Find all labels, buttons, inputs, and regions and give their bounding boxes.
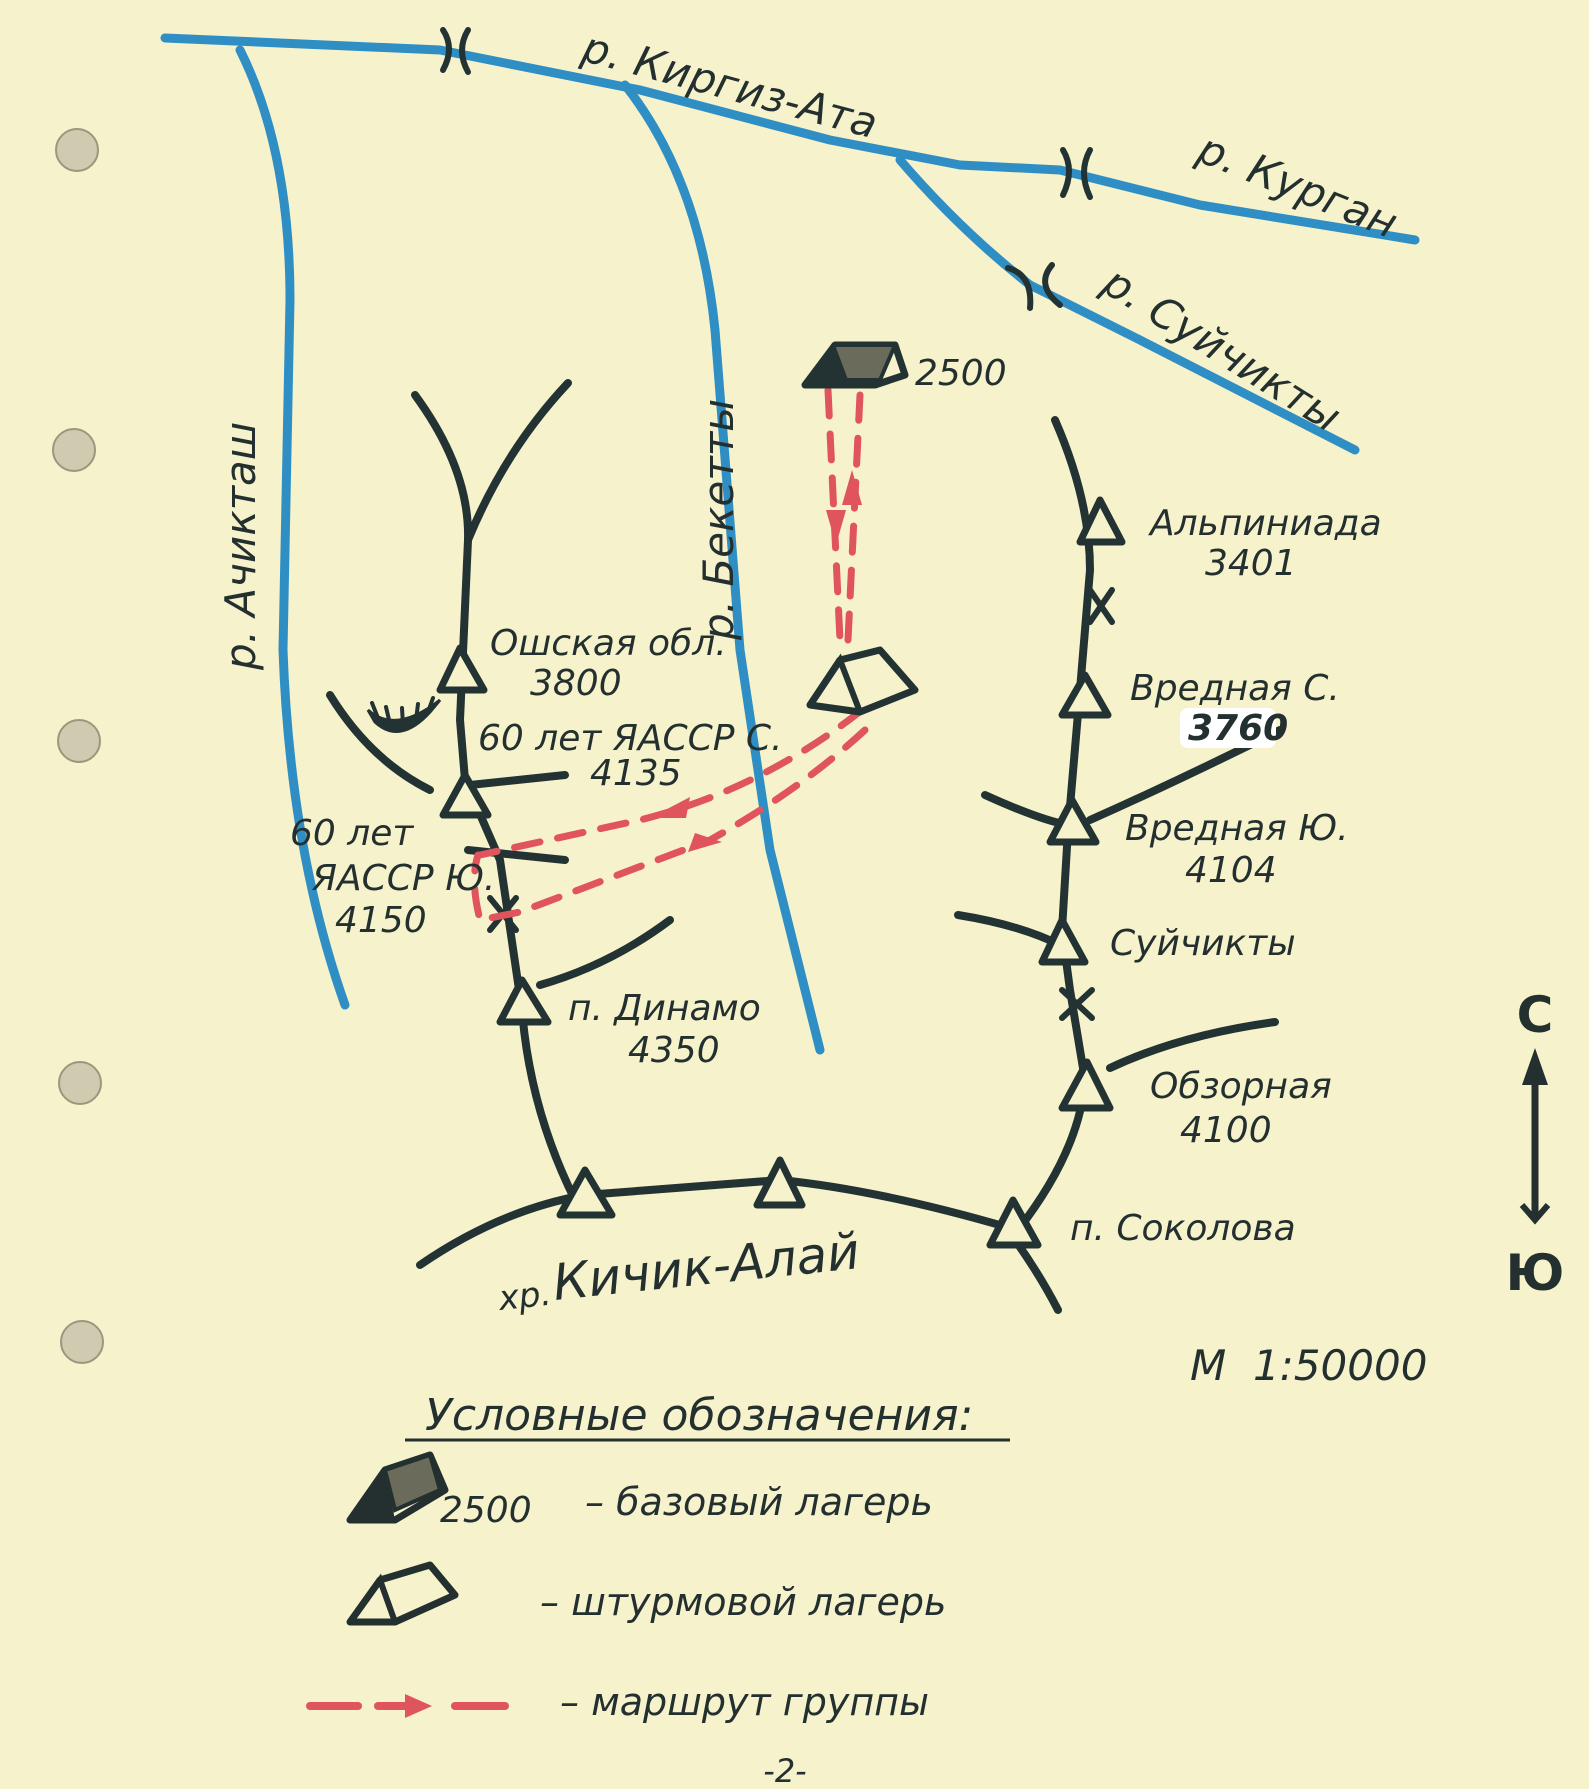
binder-hole <box>55 128 99 172</box>
compass-tail-icon <box>1519 1203 1551 1225</box>
legend-base-camp-alt: 2500 <box>440 1490 532 1531</box>
label-suichikty-name: Суйчикты <box>1110 923 1296 964</box>
peak-icon <box>556 1166 616 1219</box>
peak-icon <box>1058 1058 1114 1112</box>
peak-icon <box>1038 916 1089 966</box>
label-river-kurgan: р. Курган <box>1190 123 1404 247</box>
compass: С Ю <box>1506 986 1565 1302</box>
peak-icon <box>753 1156 806 1209</box>
altitude-highlight <box>1180 708 1276 748</box>
legend-assault-camp-text: – штурмовой лагерь <box>540 1580 946 1624</box>
page-number: -2- <box>763 1752 806 1789</box>
spur-yassr-s <box>466 771 569 789</box>
river-achiktash <box>235 45 350 1010</box>
bridge-icon <box>440 27 471 75</box>
compass-south-label: Ю <box>1506 1244 1565 1302</box>
peak-icon <box>436 644 488 694</box>
ridge-west-fork-left <box>411 391 473 544</box>
group-route <box>470 386 869 925</box>
label-river-suichikty: р. Суйчикты <box>1094 256 1350 441</box>
legend-assault-camp-icon <box>346 1561 459 1626</box>
pass-icon <box>1087 587 1115 625</box>
ridge-west <box>456 536 579 1204</box>
route-path <box>844 391 864 644</box>
label-yassr-yu-name-1: 60 лет <box>290 813 414 854</box>
label-sokolova-name: п. Соколова <box>1070 1208 1296 1249</box>
compass-north-label: С <box>1517 986 1554 1044</box>
bridges <box>440 27 1093 311</box>
peaks <box>436 496 1126 1249</box>
rivers <box>160 33 1420 1055</box>
label-vrednaya-s-alt: 3760 <box>1188 708 1288 749</box>
route-path <box>824 386 844 644</box>
peak-icon <box>496 976 552 1026</box>
label-yassr-yu-name-2: ЯАССР Ю. <box>311 858 495 899</box>
label-dinamo-name: п. Динамо <box>568 988 761 1029</box>
binder-holes <box>52 128 104 1364</box>
label-alpiniada-name: Альпиниада <box>1148 503 1382 544</box>
assault-camp-icon <box>806 646 919 716</box>
pass-icon <box>1059 987 1095 1021</box>
peak-icon <box>1076 496 1126 546</box>
spur-suichikty <box>954 911 1064 949</box>
river-beketty <box>620 80 825 1055</box>
binder-hole <box>52 428 96 472</box>
peak-icon <box>986 1196 1042 1249</box>
map-scale: М 1:50000 <box>1190 1341 1427 1390</box>
route-arrow-icon <box>650 797 690 818</box>
route-arrow-icon <box>826 510 846 545</box>
label-oshskaya-name: Ошская обл. <box>490 623 727 664</box>
ridge-west-fork-right <box>464 379 572 544</box>
label-ridge-name: Кичик-Алай <box>550 1222 862 1312</box>
spur-vrednaya-yu <box>981 791 1072 829</box>
label-base-camp-altitude: 2500 <box>915 353 1007 394</box>
peak-icon <box>1058 671 1112 719</box>
label-vrednaya-yu-alt: 4104 <box>1185 850 1277 891</box>
label-ridge-prefix: хр. <box>496 1274 553 1319</box>
spur-dinamo <box>536 916 674 989</box>
cirque-hatch <box>366 698 442 733</box>
base-camp-icon <box>801 341 909 389</box>
label-dinamo-alt: 4350 <box>628 1030 720 1071</box>
route-arrow-icon <box>688 833 722 852</box>
bridge-icon <box>1060 147 1093 200</box>
label-vrednaya-yu-name: Вредная Ю. <box>1125 808 1349 849</box>
legend-base-camp-text: – базовый лагерь <box>585 1480 933 1524</box>
label-alpiniada-alt: 3401 <box>1205 543 1297 584</box>
route-arrow-icon <box>842 470 862 505</box>
label-yassr-s-alt: 4135 <box>590 753 682 794</box>
peak-icon <box>1046 796 1100 846</box>
legend-route-icon <box>306 1694 509 1718</box>
cirque-hatch-lines <box>370 696 435 727</box>
label-vrednaya-s-name: Вредная С. <box>1130 668 1340 709</box>
bridge-icon <box>1005 262 1063 311</box>
spur-obzornaya <box>1106 1018 1279 1072</box>
peak-icon <box>439 771 492 819</box>
label-yassr-yu-alt: 4150 <box>335 900 427 941</box>
label-river-achiktash: р. Ачикташ <box>216 422 265 671</box>
route-path <box>470 726 869 925</box>
label-obzornaya-alt: 4100 <box>1180 1110 1272 1151</box>
legend-base-camp-icon <box>346 1451 449 1524</box>
binder-hole <box>58 1061 102 1105</box>
compass-arrow-icon <box>1522 1048 1548 1085</box>
label-obzornaya-name: Обзорная <box>1150 1066 1332 1107</box>
binder-hole <box>60 1320 104 1364</box>
binder-hole <box>57 719 101 763</box>
label-river-beketty: р. Бекетты <box>694 399 743 641</box>
legend-title: Условные обозначения: <box>425 1390 973 1441</box>
river-kirgiz-ata <box>160 33 1420 245</box>
spur-sokolova-south <box>1011 1236 1062 1314</box>
spur-oshskaya <box>326 691 434 794</box>
legend: Условные обозначения: 2500 – базовый лаг… <box>306 1390 1010 1724</box>
legend-route-text: – маршрут группы <box>560 1680 929 1724</box>
label-yassr-s-name: 60 лет ЯАССР С. <box>478 718 782 759</box>
label-oshskaya-alt: 3800 <box>530 663 622 704</box>
